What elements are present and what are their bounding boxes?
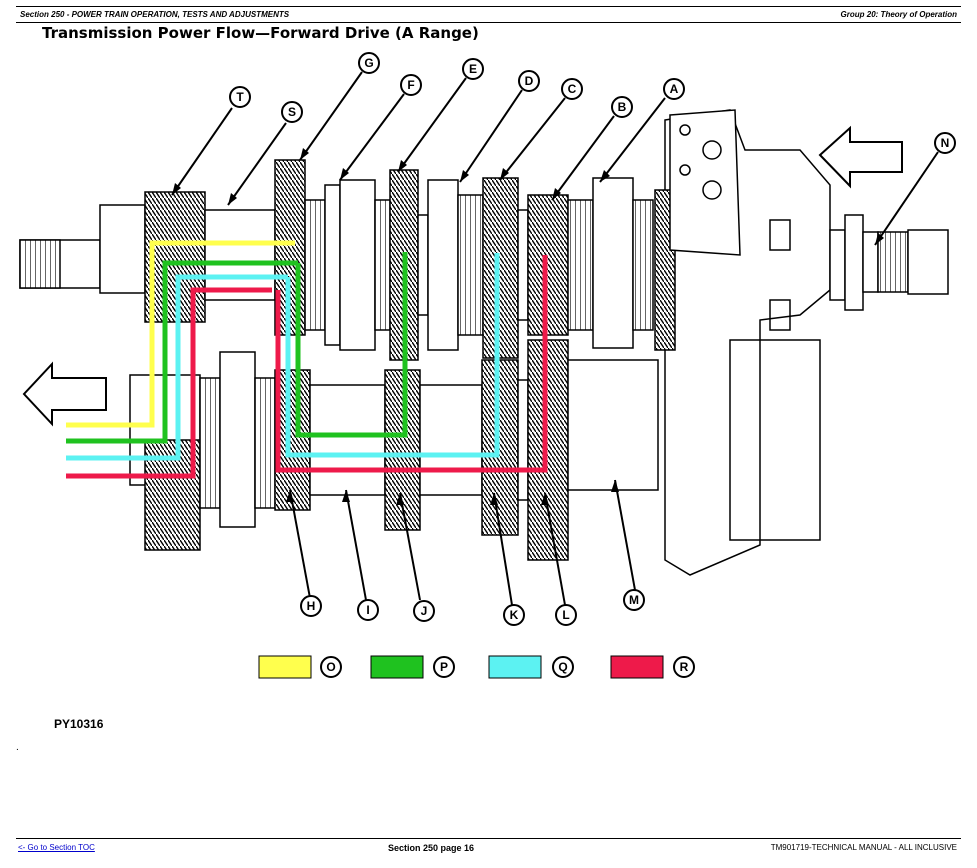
left-direction-arrow — [22, 361, 107, 427]
callout-label-a: A — [670, 82, 679, 96]
callout-h — [300, 595, 322, 617]
callout-label-l: L — [562, 608, 569, 622]
header-section-text: Section 250 - POWER TRAIN OPERATION, TES… — [20, 10, 290, 19]
callout-label-j: J — [421, 604, 428, 618]
callout-e — [462, 58, 484, 80]
callout-label-f: F — [407, 78, 414, 92]
stray-dot: . — [16, 742, 19, 753]
callout-label-g: G — [364, 56, 373, 70]
legend-swatch-yellow — [258, 655, 312, 679]
callout-c — [561, 78, 583, 100]
transmission-diagram: A B C D E F G H I J K L M N S T O P Q R — [19, 52, 956, 679]
callout-s — [281, 101, 303, 123]
legend-label-o: O — [326, 660, 335, 674]
legend-swatch-cyan — [488, 655, 542, 679]
transmission-drawing — [19, 109, 949, 576]
header-group-text: Group 20: Theory of Operation — [840, 10, 957, 19]
callout-d — [518, 70, 540, 92]
callout-g — [358, 52, 380, 74]
callout-l — [555, 604, 577, 626]
callout-m — [623, 589, 645, 611]
callout-k — [503, 604, 525, 626]
legend-label-p: P — [440, 660, 448, 674]
power-flow-red — [66, 287, 272, 479]
color-legend: O P Q R — [258, 655, 695, 679]
callout-t — [229, 86, 251, 108]
callout-label-c: C — [568, 82, 577, 96]
section-toc-link[interactable]: <- Go to Section TOC — [18, 843, 95, 852]
callout-label-e: E — [469, 62, 477, 76]
callout-label-h: H — [307, 599, 316, 613]
power-flow-green-2 — [295, 252, 408, 438]
callout-a — [663, 78, 685, 100]
callout-label-s: S — [288, 105, 296, 119]
callout-label-t: T — [236, 90, 244, 104]
legend-label-r: R — [680, 660, 689, 674]
power-flow-lines — [66, 240, 548, 479]
leader-arrowheads — [172, 148, 884, 505]
callout-label-k: K — [510, 608, 519, 622]
callout-f — [400, 74, 422, 96]
header-bottom-line — [16, 22, 961, 23]
manual-id: TM901719-TECHNICAL MANUAL - ALL INCLUSIV… — [770, 843, 957, 852]
callout-label-d: D — [525, 74, 534, 88]
callout-n — [934, 132, 956, 154]
header-top-line — [16, 6, 961, 7]
callout-i — [357, 599, 379, 621]
power-flow-green — [66, 260, 298, 444]
page-number: Section 250 page 16 — [388, 843, 475, 853]
legend-swatch-green — [370, 655, 424, 679]
power-flow-yellow — [66, 240, 295, 428]
power-flow-cyan — [66, 274, 288, 461]
power-flow-cyan-2 — [285, 253, 500, 458]
legend-swatch-red — [610, 655, 664, 679]
power-flow-red-2 — [275, 255, 548, 473]
callout-j — [413, 600, 435, 622]
footer-line — [16, 838, 961, 839]
callout-b — [611, 96, 633, 118]
page-title: Transmission Power Flow—Forward Drive (A… — [42, 24, 479, 42]
leader-lines — [171, 71, 939, 606]
right-direction-arrow — [818, 125, 903, 189]
callout-label-i: I — [366, 603, 369, 617]
callout-label-b: B — [618, 100, 627, 114]
figure-id: PY10316 — [54, 717, 104, 731]
legend-label-q: Q — [558, 660, 567, 674]
callout-label-n: N — [941, 136, 950, 150]
callout-label-m: M — [629, 593, 639, 607]
